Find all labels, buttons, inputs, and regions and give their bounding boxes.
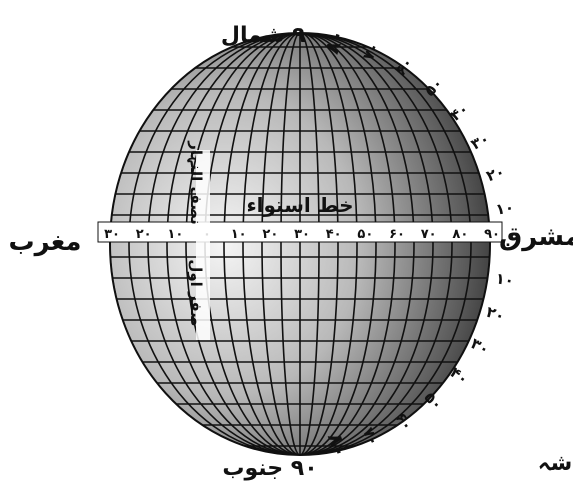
- equator-tick-label: ۱۰: [231, 227, 247, 242]
- equator-tick-label: ۸۰: [452, 227, 468, 242]
- equator-tick-label: ۶۰: [389, 227, 405, 242]
- equator-tick-label: ۹۰: [484, 227, 500, 242]
- equator-tick-label: ۳۰: [104, 227, 120, 242]
- latitude-tick-label: ۱۰: [494, 269, 515, 290]
- equator-tick-label: ۲۰: [262, 227, 278, 242]
- north-label: ۹۰ شمال: [221, 23, 319, 48]
- latitude-tick-label: ۱۰: [494, 198, 515, 219]
- latitude-tick-label: ۲۰: [484, 163, 507, 186]
- latitude-tick-label: ۳۰: [468, 129, 492, 153]
- latitude-tick-label: ۳۰: [468, 334, 492, 358]
- south-label: ۹۰ جنوب: [222, 456, 317, 481]
- equator-tick-label: ۵۰: [357, 227, 373, 242]
- latitude-tick-label: ۲۰: [484, 303, 507, 326]
- equator-label: خط استواء: [246, 193, 353, 217]
- prime-meridian-label-top: نصف النہار: [186, 140, 205, 224]
- equator-band: ۳۰۲۰۱۰۰۱۰۲۰۳۰۴۰۵۰۶۰۷۰۸۰۹۰: [98, 222, 502, 242]
- equator-tick-label: ۷۰: [421, 227, 437, 242]
- equator-tick-label: ۳۰: [294, 227, 310, 242]
- prime-meridian-label-bottom: صفر اول: [187, 259, 205, 326]
- equator-tick-label: ۱۰: [167, 227, 183, 242]
- equator-tick-label: ۲۰: [136, 227, 152, 242]
- equator-tick-label: ۴۰: [326, 227, 342, 242]
- corner-fragment-label: شہ: [538, 451, 573, 476]
- latitude-tick-label: ۰: [503, 235, 512, 253]
- west-label: مغرب: [8, 227, 81, 257]
